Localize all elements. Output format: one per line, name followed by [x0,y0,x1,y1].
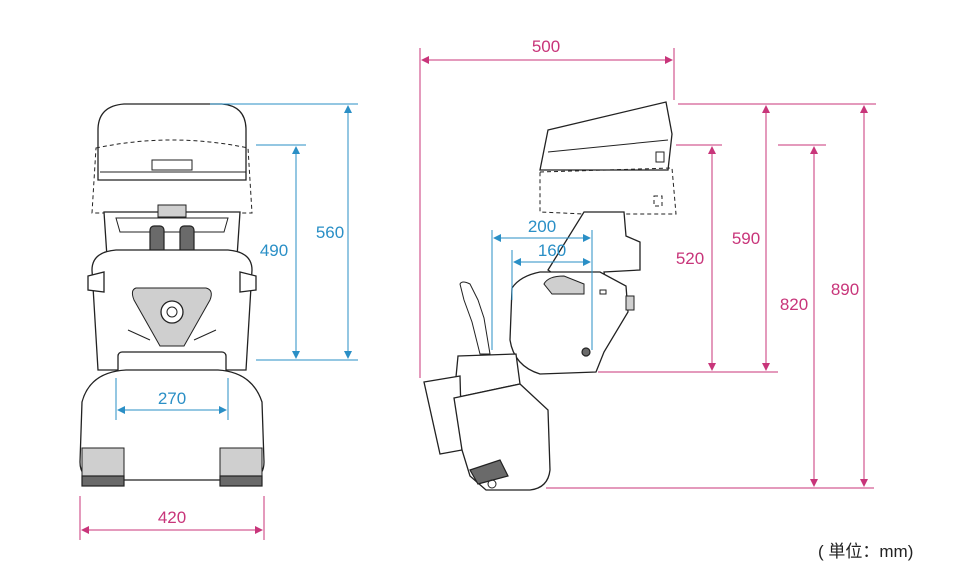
front-seat-width-label: 270 [158,389,186,408]
side-seat-depth-inner-dim: 160 [511,241,591,300]
side-overall-depth-label: 500 [532,37,560,56]
side-overall-depth-dim: 500 [419,37,675,378]
side-back-height-dim: 590 [678,103,778,373]
side-seat-depth-inner-label: 160 [538,241,566,260]
unit-label: ( 単位：mm) [818,542,914,561]
front-overall-width-dim: 420 [79,496,265,540]
side-view-seat-drawing [423,101,677,491]
side-seat-height-label: 520 [676,249,704,268]
front-seat-width-dim: 270 [115,378,229,420]
side-height-no-canopy-label: 820 [780,295,808,314]
side-seat-depth-outer-dim: 200 [491,217,593,350]
front-view-seat-drawing [79,103,265,487]
front-back-height-dim: 490 [256,144,306,361]
front-back-height-label: 490 [260,241,288,260]
side-total-height-dim: 890 [774,103,876,487]
front-total-height-dim: 560 [210,103,358,361]
side-height-no-canopy-dim: 820 [546,144,874,489]
front-total-height-label: 560 [316,223,344,242]
side-back-height-label: 590 [732,229,760,248]
side-total-height-label: 890 [831,280,859,299]
side-seat-depth-outer-label: 200 [528,217,556,236]
front-overall-width-label: 420 [158,508,186,527]
side-seat-height-dim: 520 [598,144,722,373]
